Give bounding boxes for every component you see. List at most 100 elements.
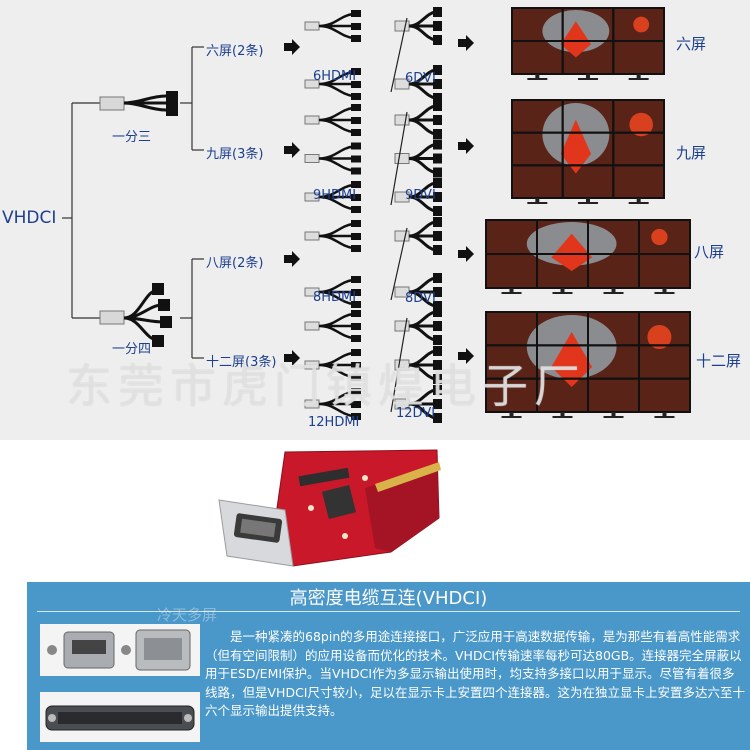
arrow-icon-twelve-2: [458, 348, 474, 364]
hdmi-label-six: 6HDMI: [313, 69, 357, 84]
dvi-label-twelve: 12DVI: [396, 406, 436, 421]
connector-photo-top: [40, 624, 200, 676]
dvi-plug-six-1a: [433, 65, 442, 75]
monitor-stand-eight-1: [560, 288, 565, 292]
monitor-base-nine-0: [527, 202, 548, 204]
hdmi-plug-twelve-1b: [351, 362, 361, 369]
monitor-base-eight-0: [501, 292, 522, 294]
wall-leaf-nine: [560, 119, 592, 174]
hdmi-plug-twelve-2b: [351, 401, 361, 408]
dvi-plug-eight-0c: [433, 245, 442, 255]
hdmi-plug-nine-2c: [351, 206, 361, 213]
hdmi-cable-eight-1: [318, 278, 354, 306]
hdmi-cable-twelve-1: [318, 351, 354, 379]
hdmi-plug-nine-1b: [351, 155, 361, 163]
hdmi-plug-eight-1a: [351, 276, 361, 283]
dvi-plug-twelve-2b: [433, 399, 442, 409]
monitor-stand-eight-3: [662, 288, 667, 292]
hdmi-plug-nine-2b: [351, 194, 361, 201]
monitor-base-eight-2: [603, 292, 624, 294]
dvi-connector-eight-0: [394, 230, 410, 242]
dvi-cable-six-1: [408, 68, 436, 100]
hdmi-plug-nine-0a: [351, 104, 361, 111]
dvi-plug-nine-0b: [433, 115, 442, 125]
hdmi-plug-nine-0b: [351, 117, 361, 124]
dvi-plug-twelve-2a: [433, 385, 442, 395]
monitor-stand-eight-0: [509, 288, 514, 292]
hdmi-plug-six-1a: [351, 68, 361, 75]
graphics-card-image: [218, 449, 441, 567]
wall-leaf-right-eight: [651, 228, 668, 246]
hdmi-plug-eight-0b: [351, 233, 361, 240]
wall-leaf-right-twelve: [647, 325, 672, 349]
dvi-plug-six-1c: [433, 93, 442, 103]
dvi-cable-eight-0: [408, 220, 436, 252]
hdmi-plug-six-0b: [351, 23, 361, 30]
hdmi-connector-nine-1: [304, 154, 320, 163]
info-watermark: 冷天多屏: [157, 606, 218, 624]
hdmi-cable-six-1: [318, 70, 354, 98]
dvi-cable-six-0: [408, 10, 436, 42]
config-name-six: 六屏(2条): [206, 44, 264, 59]
hdmi-cable-nine-2: [318, 183, 354, 211]
dvi-plug-six-0c: [433, 35, 442, 45]
dvi-plug-twelve-0a: [433, 307, 442, 317]
dvi-plug-twelve-1a: [433, 346, 442, 356]
splitter-cable-1x4: [99, 283, 172, 347]
vhdci-info-panel: 高密度电缆互连(VHDCI) 冷天多屏 是一种紧凑的68pin的多用途连接接口，…: [27, 582, 750, 750]
dvi-plug-nine-1b: [433, 153, 442, 164]
hdmi-plug-twelve-0b: [351, 323, 361, 330]
monitor-base-nine-1: [578, 202, 598, 204]
monitor-base-eight-1: [552, 292, 573, 294]
hdmi-plug-twelve-2a: [351, 388, 361, 395]
monitor-base-eight-3: [654, 292, 675, 294]
separator-nine: [390, 111, 408, 206]
monitor-base-twelve-0: [501, 416, 522, 418]
monitor-stand-six-2: [636, 74, 641, 78]
wall-leaf-right-six: [633, 16, 650, 33]
dvi-plug-nine-2c: [433, 206, 442, 216]
monitor-base-six-2: [628, 78, 649, 80]
dvi-plug-twelve-1b: [433, 360, 442, 370]
hdmi-plug-nine-0c: [351, 129, 361, 136]
connector-side-icon: [45, 705, 195, 731]
hdmi-cable-nine-1: [318, 145, 354, 172]
splitter-label-1x4: 一分四: [112, 342, 152, 357]
dvi-plug-twelve-2c: [433, 413, 442, 423]
separator-eight: [390, 227, 408, 301]
dvi-plug-eight-1c: [433, 301, 442, 311]
arrow-icon-eight-2: [458, 246, 474, 262]
arrow-icon-twelve-1: [284, 350, 300, 366]
hdmi-plug-eight-0c: [351, 245, 361, 252]
monitor-stand-nine-0: [535, 198, 540, 202]
monitor-base-twelve-1: [552, 416, 573, 418]
hdmi-plug-nine-1a: [351, 142, 361, 150]
hdmi-cable-twelve-2: [318, 390, 354, 418]
title-divider: [37, 611, 740, 612]
dvi-label-six: 6DVI: [405, 71, 436, 86]
dvi-plug-eight-0a: [433, 217, 442, 227]
wall-leaf-eight: [551, 233, 593, 271]
dvi-plug-six-0a: [433, 7, 442, 17]
separator-twelve: [390, 317, 408, 413]
wall-leaf-right-nine: [629, 112, 653, 137]
arrow-icon-six-1: [284, 39, 300, 55]
dvi-connector-six-0: [394, 20, 410, 32]
dvi-label-eight: 8DVI: [405, 291, 436, 306]
dvi-connector-nine-1: [394, 153, 410, 164]
dvi-plug-eight-1a: [433, 273, 442, 283]
hdmi-label-nine: 9HDMI: [313, 188, 357, 203]
monitor-stand-twelve-3: [662, 412, 667, 416]
connector-photo-bottom: [40, 692, 200, 742]
dvi-cable-twelve-0: [408, 310, 436, 342]
dvi-plug-nine-2b: [433, 192, 442, 202]
dvi-cable-eight-1: [408, 276, 436, 308]
hdmi-plug-eight-1b: [351, 289, 361, 296]
dvi-label-nine: 9DVI: [405, 188, 436, 203]
hdmi-label-twelve: 12HDMI: [308, 415, 360, 430]
wall-leaf-twelve: [551, 332, 593, 387]
dvi-plug-eight-0b: [433, 231, 442, 241]
hdmi-connector-twelve-0: [304, 321, 320, 331]
arrow-icon-eight-1: [284, 251, 300, 267]
hdmi-connector-nine-0: [304, 115, 320, 125]
